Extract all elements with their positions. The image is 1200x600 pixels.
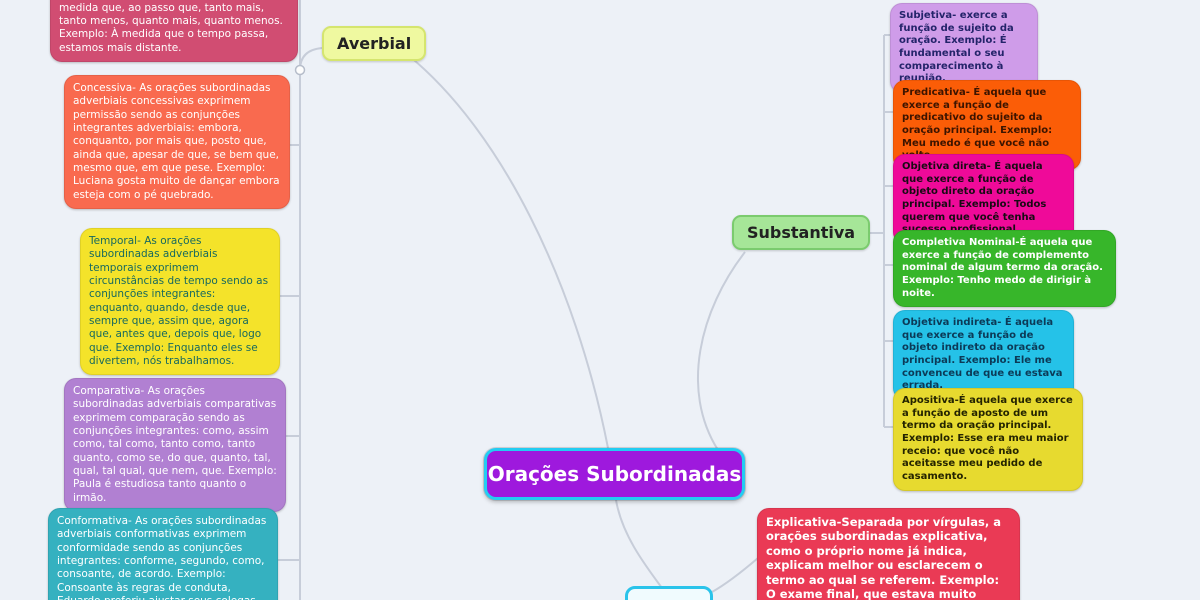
node-text: Comparativa- As orações subordinadas adv… xyxy=(73,385,277,504)
node-objetiva-indireta[interactable]: Objetiva indireta- É aquela que exerce a… xyxy=(893,310,1074,401)
node-objetiva-direta[interactable]: Objetiva direta- É aquela que exerce a f… xyxy=(893,154,1074,245)
node-text: Subjetiva- exerce a função de sujeito da… xyxy=(899,10,1014,85)
branch-label-text: Substantiva xyxy=(747,223,856,242)
substantiva-center-connector xyxy=(696,251,746,451)
node-temporal[interactable]: Temporal- As orações subordinadas adverb… xyxy=(80,228,280,376)
node-concessiva[interactable]: Concessiva- As orações subordinadas adve… xyxy=(64,75,290,209)
node-text: Concessiva- As orações subordinadas adve… xyxy=(73,82,280,201)
center-node-oracoes-subordinadas[interactable]: Orações Subordinadas xyxy=(484,448,745,500)
branch-label-averbial[interactable]: Averbial xyxy=(322,26,427,61)
adjetiva-explicativa-connector xyxy=(711,557,759,593)
averbial-collapse-handle[interactable] xyxy=(294,64,306,76)
node-proporcional[interactable]: medida que, ao passo que, tanto mais, ta… xyxy=(50,0,298,62)
node-explicativa[interactable]: Explicativa-Separada por vírgulas, a ora… xyxy=(757,508,1020,600)
substantiva-stub-lines xyxy=(884,34,893,428)
node-text: Temporal- As orações subordinadas adverb… xyxy=(89,235,269,367)
node-text: Apositiva-É aquela que exerce a função d… xyxy=(902,395,1073,483)
node-comparativa[interactable]: Comparativa- As orações subordinadas adv… xyxy=(64,378,286,512)
branch-label-text: Averbial xyxy=(337,34,412,53)
node-text: Explicativa-Separada por vírgulas, a ora… xyxy=(766,515,1001,600)
branch-label-text: Adjetiva xyxy=(632,597,707,600)
node-text: Objetiva direta- É aquela que exerce a f… xyxy=(902,161,1047,235)
node-text: Objetiva indireta- É aquela que exerce a… xyxy=(902,317,1063,392)
node-text: medida que, ao passo que, tanto mais, ta… xyxy=(59,1,283,54)
adjetiva-center-connector xyxy=(615,499,663,589)
node-subjetiva[interactable]: Subjetiva- exerce a função de sujeito da… xyxy=(890,3,1038,94)
averbial-center-connector xyxy=(407,54,609,449)
node-apositiva[interactable]: Apositiva-É aquela que exerce a função d… xyxy=(893,388,1083,491)
node-text: Completiva Nominal-É aquela que exerce a… xyxy=(902,237,1103,299)
branch-label-adjetiva[interactable]: Adjetiva xyxy=(625,586,713,600)
node-text: Conformativa- As orações subordinadas ad… xyxy=(57,515,267,600)
node-completiva-nominal[interactable]: Completiva Nominal-É aquela que exerce a… xyxy=(893,230,1116,308)
node-text: Predicativa- É aquela que exerce a funçã… xyxy=(902,87,1053,161)
adverbial-stub-lines xyxy=(278,144,300,561)
branch-label-substantiva[interactable]: Substantiva xyxy=(732,215,871,250)
center-node-label: Orações Subordinadas xyxy=(487,462,742,486)
node-conformativa[interactable]: Conformativa- As orações subordinadas ad… xyxy=(48,508,278,600)
